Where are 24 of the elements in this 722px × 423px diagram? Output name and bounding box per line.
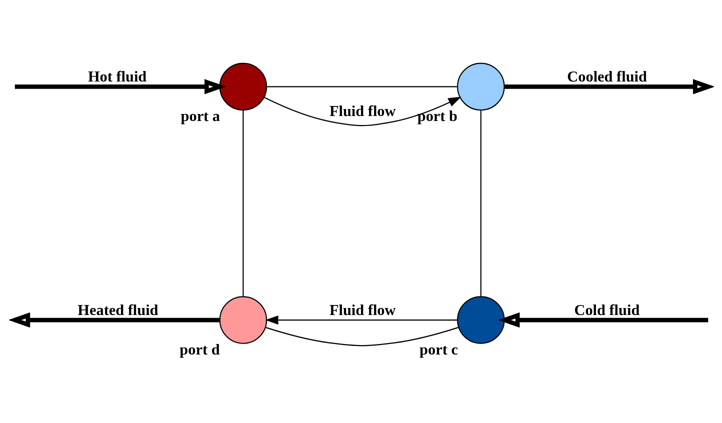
arrow [504,79,714,94]
edge-label: Hot fluid [87,68,146,86]
arrow [8,312,220,328]
connector [266,86,457,88]
node-label: port a [180,108,220,126]
node-label: port b [416,108,457,126]
arrow [14,79,226,94]
connector [242,110,244,296]
edge-label: Fluid flow [328,103,396,120]
edge-label: Fluid flow [328,302,396,319]
node-circle [456,296,504,344]
arrow [264,96,461,126]
node-label: port d [179,341,220,358]
edge-label: Cooled fluid [566,68,646,86]
connector [265,326,458,346]
node-circle [456,62,504,111]
arrow [497,312,708,328]
connector [480,110,481,296]
node-label: port c [419,341,458,358]
arrow [264,315,457,325]
edge-label: Heated fluid [77,302,158,319]
node-circle [218,62,267,111]
edge-label: Cold fluid [574,302,640,319]
node-circle [218,296,267,344]
